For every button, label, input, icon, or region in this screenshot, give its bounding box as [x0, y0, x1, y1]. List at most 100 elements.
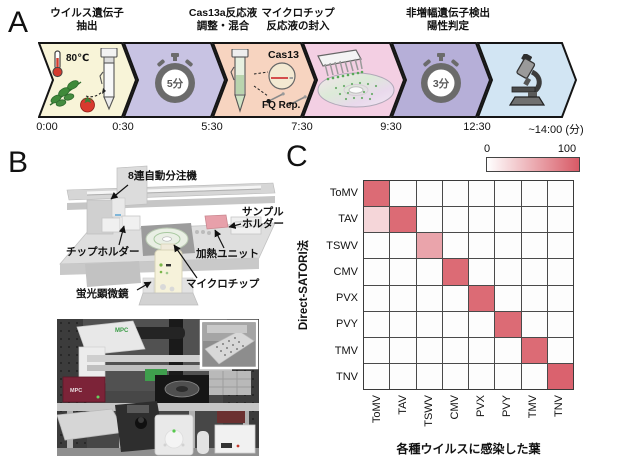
sample-tube-icon: [99, 48, 118, 111]
heatmap-row-label: ToMV: [329, 187, 358, 200]
thermometer-icon: [52, 50, 63, 78]
extraction-step-content: 80℃: [38, 42, 137, 118]
cas13-label: Cas13: [268, 49, 299, 61]
timer2-label: 3分: [433, 77, 450, 90]
heatmap-cell: [469, 363, 495, 389]
panel-b-label: B: [8, 146, 29, 179]
heatmap-cell: [416, 311, 442, 337]
device-photo: MPC MPC: [57, 319, 259, 456]
heatmap-row-label: TAV: [338, 213, 358, 226]
heatmap-cell: [521, 233, 547, 259]
dispenser-head: [111, 197, 126, 218]
heatmap-cell: [416, 207, 442, 233]
tip-box: [101, 217, 121, 233]
heatmap-cell: [469, 181, 495, 207]
photo-red-box: [217, 411, 245, 423]
timeline-0930: 9:30: [380, 121, 402, 133]
microchip-step-content: [302, 42, 405, 118]
heatmap-row-label: TMV: [334, 344, 358, 357]
panel-a-label: A: [8, 6, 29, 39]
label-fluorescence-microscope: 蛍光顕微鏡: [76, 288, 129, 300]
label-auto-dispenser: 8連自動分注機: [128, 170, 197, 182]
heatmap-cell: [416, 285, 442, 311]
timer1-step-content: 5分: [123, 42, 226, 118]
heatmap-cell: [364, 337, 390, 363]
heatmap-cell: [521, 259, 547, 285]
heatmap-row-label: PVX: [335, 292, 358, 305]
temperature-label: 80℃: [66, 53, 90, 64]
heatmap-cell: [442, 363, 468, 389]
heatmap-cell: [495, 337, 521, 363]
reaction-tube-icon: [230, 49, 249, 113]
reaction-dish-icon: [268, 62, 296, 90]
step-header-microchip: マイクロチップ 反応液の封入: [261, 7, 335, 32]
heatmap-cell: [364, 207, 390, 233]
heatmap-row-label: PVY: [335, 318, 358, 331]
y-axis-title: Direct-SATORI法: [298, 239, 310, 331]
heatmap-col-label: ToMV: [371, 395, 384, 424]
heatmap-cell: [390, 363, 416, 389]
heating-unit: [204, 214, 229, 230]
heatmap-cell: [547, 337, 573, 363]
heatmap-col-label: TMV: [526, 395, 539, 419]
heatmap-cell: [495, 363, 521, 389]
heatmap-col-label: TNV: [552, 395, 565, 417]
heatmap-col-label: TSWV: [423, 395, 436, 427]
label-microchip: マイクロチップ: [186, 278, 260, 290]
heatmap-col-label: PVX: [474, 395, 487, 418]
x-axis-title: 各種ウイルスに感染した葉: [396, 442, 541, 456]
photo-inset: [199, 319, 259, 370]
tomato-icon: [80, 96, 95, 113]
heatmap-cell: [390, 259, 416, 285]
heatmap-cell: [521, 311, 547, 337]
heatmap-cell: [469, 233, 495, 259]
heatmap-cell: [469, 207, 495, 233]
heatmap-cell: [521, 337, 547, 363]
heatmap-cell: [390, 207, 416, 233]
heatmap-cell: [521, 181, 547, 207]
photo-tip-racks: [209, 371, 251, 395]
heatmap-cell: [442, 181, 468, 207]
heatmap-cell: [469, 311, 495, 337]
heatmap-row-label: TSWV: [326, 239, 358, 252]
heatmap-cell: [416, 259, 442, 285]
timeline-0030: 0:30: [112, 121, 134, 133]
colorbar: [486, 157, 580, 172]
label-heating-unit: 加熱ユニット: [196, 248, 259, 260]
heatmap-cell: [416, 233, 442, 259]
timer1-label: 5分: [167, 77, 184, 90]
panel-c-label: C: [286, 140, 308, 173]
heatmap-col-label: PVY: [500, 395, 513, 418]
heatmap-cell: [547, 363, 573, 389]
timeline-0730: 7:30: [291, 121, 313, 133]
heatmap-cell: [364, 363, 390, 389]
fq-reporter-label: FQ Rep.: [262, 100, 301, 111]
step-header-cas13: Cas13a反応液 調整・混合: [188, 7, 258, 32]
fq-reporter-icon: [266, 92, 307, 104]
heatmap-cell: [495, 207, 521, 233]
photo-mpc-box-label: MPC: [70, 388, 82, 394]
tip-box: [121, 215, 141, 231]
heatmap-cell: [521, 285, 547, 311]
heatmap-cell: [521, 363, 547, 389]
leaf-icon: [49, 80, 82, 107]
heatmap-cell: [495, 233, 521, 259]
under-deck-box: [85, 261, 141, 287]
photo-gantry: [76, 320, 146, 356]
cas13-step-content: Cas13: [212, 42, 316, 118]
colorbar-max-label: 100: [557, 143, 577, 155]
timeline-0530: 5:30: [201, 121, 223, 133]
heatmap-cell: [547, 259, 573, 285]
heatmap-cell: [416, 181, 442, 207]
heatmap-cell: [442, 285, 468, 311]
step-header-detection: 非増幅遺伝子検出 陽性判定: [406, 7, 490, 32]
heatmap-cell: [364, 285, 390, 311]
heatmap-cell: [442, 337, 468, 363]
photo-cylinder: [197, 431, 209, 454]
photo-mpc-logo: MPC: [115, 328, 129, 334]
heatmap-row-label: TNV: [336, 370, 358, 383]
heatmap-col-label: CMV: [449, 395, 462, 420]
fluorescence-microscope-body: [154, 249, 183, 299]
heatmap-cell: [495, 311, 521, 337]
